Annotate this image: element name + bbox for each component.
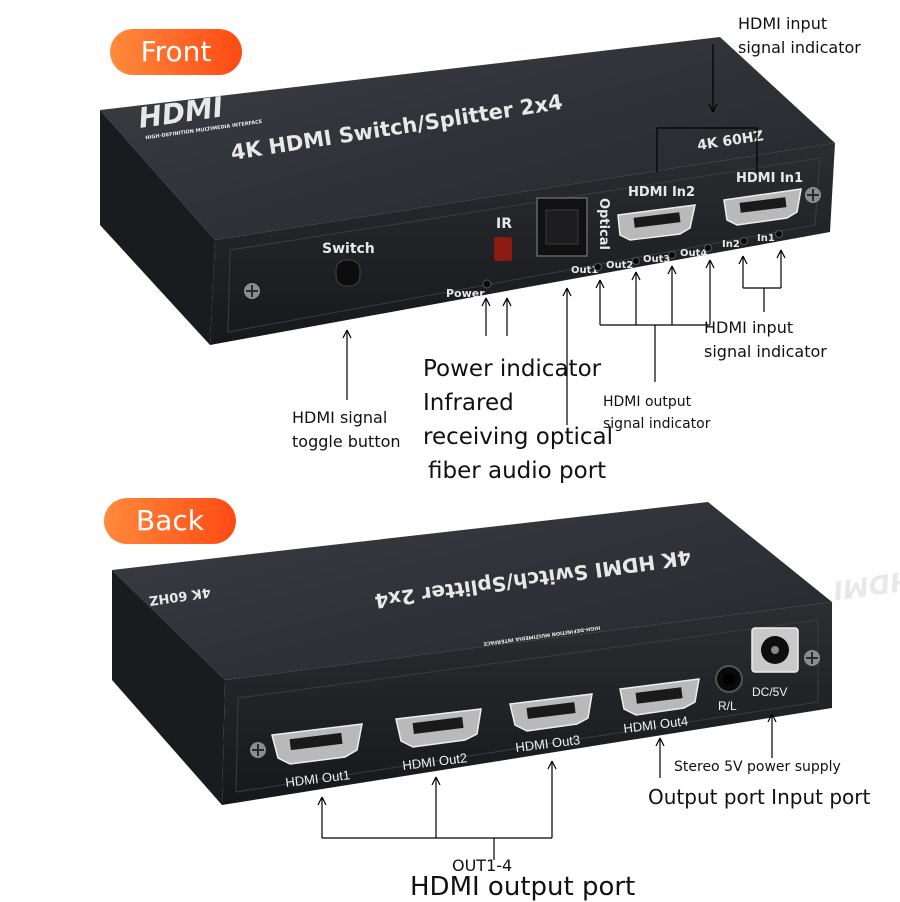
dc-power-label: DC/5V <box>752 685 787 699</box>
back-hdmi-logo: HDMI <box>831 564 900 605</box>
front-screw-right-icon <box>805 187 821 203</box>
optical-port[interactable] <box>536 197 588 257</box>
hdmi-in1-port[interactable] <box>723 188 802 226</box>
led-label-out3: Out3 <box>643 254 670 265</box>
led-out4 <box>704 244 712 252</box>
back-screw-left-icon <box>250 742 266 758</box>
power-label: Power <box>446 287 485 300</box>
front-tab: Front <box>110 29 242 75</box>
hdmi-in2-port[interactable] <box>617 204 696 241</box>
led-label-out4: Out4 <box>680 248 707 259</box>
hdmi-in2-label: HDMI In2 <box>628 185 695 200</box>
led-label-in2: In2 <box>722 239 740 250</box>
back-device: HDMI HIGH-DEFINITION MULTIMEDIA INTERFAC… <box>112 502 900 860</box>
ir-receiver-window <box>494 237 512 261</box>
callout-toggle-button: HDMI signal toggle button <box>292 408 401 451</box>
callout-input-indicator-right: HDMI input signal indicator <box>704 318 827 361</box>
callout-output-input-port: Output port Input port <box>648 785 871 809</box>
led-label-out1: Out1 <box>571 265 598 276</box>
back-callout-lines <box>317 713 777 860</box>
hdmi-in1-label: HDMI In1 <box>736 171 803 186</box>
callout-center-block: Power indicator Infrared receiving optic… <box>423 356 613 484</box>
hdmi-out4-port[interactable] <box>619 678 700 716</box>
led-out2 <box>632 257 640 265</box>
dc-power-jack[interactable] <box>751 627 799 673</box>
led-out1 <box>594 263 602 271</box>
back-screw-right-icon <box>804 650 820 666</box>
audio-jack[interactable] <box>715 665 743 693</box>
led-in2 <box>740 237 748 245</box>
optical-label: Optical <box>596 198 611 250</box>
callout-input-indicator-top: HDMI input signal indicator <box>738 14 861 57</box>
hdmi-out1-port[interactable] <box>271 723 363 765</box>
power-led <box>482 279 492 289</box>
led-label-in1: In1 <box>757 233 775 244</box>
ir-label: IR <box>496 216 512 232</box>
callout-stereo-power: Stereo 5V power supply <box>674 759 841 775</box>
led-in1 <box>775 230 783 238</box>
back-tab: Back <box>104 498 236 544</box>
switch-label: Switch <box>322 241 375 257</box>
audio-label: R/L <box>718 699 737 713</box>
front-device: HDMI HIGH-DEFINITION MULTIMEDIA INTERFAC… <box>100 37 835 425</box>
front-callout-lines <box>342 44 786 425</box>
callout-output-port: HDMI output port <box>410 872 636 902</box>
hdmi-out3-port[interactable] <box>509 693 593 732</box>
front-screw-left-icon <box>244 283 260 299</box>
callout-output-indicator: HDMI output signal indicator <box>603 394 711 432</box>
hdmi-out2-port[interactable] <box>395 708 482 748</box>
led-out3 <box>668 251 676 259</box>
switch-button[interactable] <box>335 259 361 287</box>
callout-out-range: OUT1-4 <box>452 856 513 875</box>
led-label-out2: Out2 <box>606 260 633 271</box>
